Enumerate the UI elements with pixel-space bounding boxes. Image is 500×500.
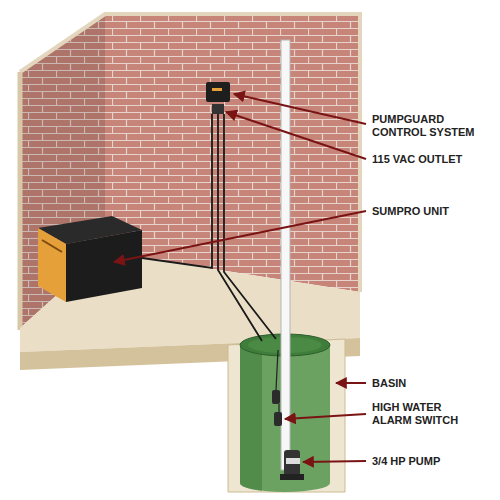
callout-label: 3/4 HP PUMP xyxy=(372,455,440,468)
callout-label: HIGH WATER ALARM SWITCH xyxy=(372,401,468,427)
callout-label: SUMPRO UNIT xyxy=(372,205,449,218)
float-switch xyxy=(272,390,280,404)
control-logo xyxy=(212,88,222,91)
control-box xyxy=(206,82,230,102)
pump-body xyxy=(284,450,300,476)
leader-line xyxy=(114,211,366,262)
float-cable xyxy=(276,350,278,390)
leader-line xyxy=(234,94,366,124)
callout-label: 115 VAC OUTLET xyxy=(372,153,462,166)
leader-line xyxy=(336,382,366,384)
wall-outlet xyxy=(212,104,224,114)
sumpro-front xyxy=(38,228,66,302)
leader-line xyxy=(303,461,366,462)
leader-line xyxy=(226,112,366,159)
basin-shade xyxy=(240,345,262,491)
callout-label: BASIN xyxy=(372,377,406,390)
pump-band xyxy=(286,458,300,464)
back-brick-wall xyxy=(105,14,360,292)
power-wire xyxy=(224,114,276,339)
callout-label: PUMPGUARD CONTROL SYSTEM xyxy=(372,113,480,139)
sumpro-side xyxy=(66,230,142,302)
pump-base xyxy=(280,474,304,480)
sumpro-detail xyxy=(42,240,62,252)
leader-line xyxy=(285,414,366,419)
float-switch xyxy=(274,412,282,426)
float-cable xyxy=(278,404,279,412)
wall-cut-edge xyxy=(18,72,23,330)
